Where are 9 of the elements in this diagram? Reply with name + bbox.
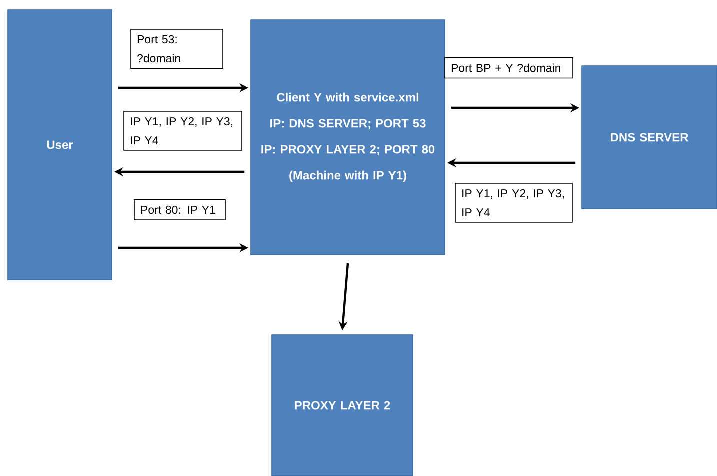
process-box: DNS SERVER xyxy=(582,66,717,210)
process-box: PROXY LAYER 2 xyxy=(272,334,414,476)
process-box: User xyxy=(8,10,112,280)
edge-label: IP Y1, IP Y2, IP Y3, IP Y4 xyxy=(455,183,573,223)
process-box: Client Y with service.xml IP: DNS SERVER; PORT 53 IP: PROXY LAYER 2; PORT 80 (Machine with IP Y1) xyxy=(250,20,446,256)
edge-label: Port 80: IP Y1 xyxy=(134,200,226,220)
edge-label: Port BP + Y ?domain xyxy=(444,57,574,79)
edge-label: IP Y1, IP Y2, IP Y3, IP Y4 xyxy=(124,111,242,151)
edge-label: Port 53: ?domain xyxy=(130,29,224,69)
